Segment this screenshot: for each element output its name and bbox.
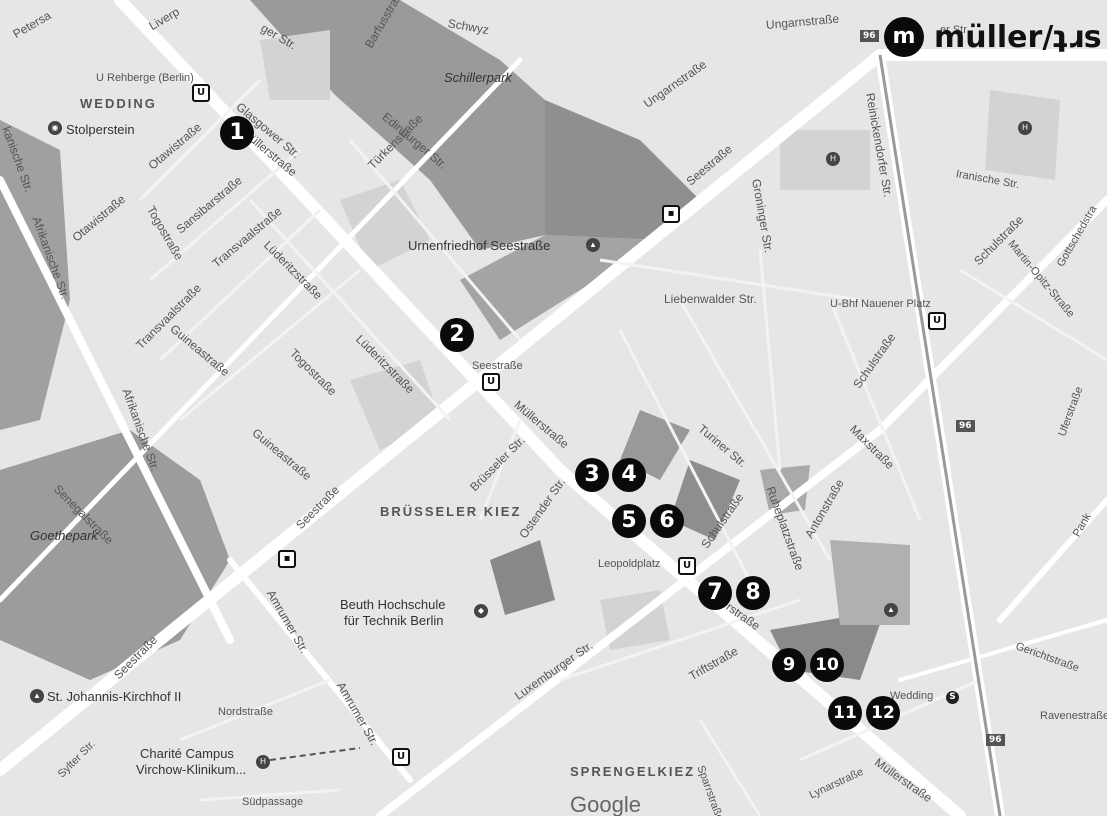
bus-icon[interactable]: ▪ (662, 205, 680, 223)
marker-4[interactable]: 4 (612, 458, 646, 492)
place-label-urnenfriedhof[interactable]: Urnenfriedhof Seestraße (408, 238, 551, 253)
route-96-shield: 96 (986, 734, 1005, 746)
street-label: Liebenwalder Str. (664, 292, 757, 306)
area-label-sprengelkiez: SPRENGELKIEZ (570, 764, 696, 779)
street-label: Ravenestraße (1040, 710, 1107, 722)
brand-logo-icon: m (884, 17, 924, 57)
rehberge-area (0, 120, 70, 430)
ubahn-icon[interactable]: U (678, 557, 696, 575)
route-96-shield: 96 (956, 420, 975, 432)
marker-2[interactable]: 2 (440, 318, 474, 352)
goethepark-area (0, 430, 230, 680)
place-label-beuth[interactable]: Beuth Hochschule (340, 597, 446, 612)
place-label-beuth-line2[interactable]: für Technik Berlin (344, 613, 444, 628)
place-label-charite-line2[interactable]: Virchow-Klinikum... (136, 762, 247, 777)
schillerpark-east-area (545, 100, 700, 240)
street-label: er Str (940, 24, 967, 36)
university-icon: ◆ (474, 604, 488, 618)
church-icon: ▲ (30, 689, 44, 703)
route-96-shield: 96 (860, 30, 879, 42)
hospital-icon: H (826, 152, 840, 166)
marker-5[interactable]: 5 (612, 504, 646, 538)
area-label-wedding: WEDDING (80, 96, 157, 111)
cemetery-icon: ▲ (586, 238, 600, 252)
marker-10[interactable]: 10 (810, 648, 844, 682)
stolperstein-icon: ◉ (48, 121, 62, 135)
marker-11[interactable]: 11 (828, 696, 862, 730)
hospital-icon: H (256, 755, 270, 769)
ubahn-icon[interactable]: U (928, 312, 946, 330)
station-label-leopoldplatz[interactable]: Leopoldplatz (598, 558, 661, 570)
brand-logo: m müller/ʇɹs (884, 14, 1102, 60)
brand-name: müller/ʇɹs (934, 19, 1102, 55)
church-icon: ▲ (884, 603, 898, 617)
bus-icon[interactable]: ▪ (278, 550, 296, 568)
marker-1[interactable]: 1 (220, 116, 254, 150)
station-label-wedding[interactable]: Wedding (890, 690, 934, 702)
marker-6[interactable]: 6 (650, 504, 684, 538)
ubahn-icon[interactable]: U (192, 84, 210, 102)
station-label-seestrasse[interactable]: Seestraße (472, 360, 523, 372)
place-label-stolperstein[interactable]: Stolperstein (66, 122, 135, 137)
block-area (670, 460, 740, 540)
marker-7[interactable]: 7 (698, 576, 732, 610)
street-label: Südpassage (242, 796, 304, 808)
marker-3[interactable]: 3 (575, 458, 609, 492)
google-attribution[interactable]: Google (570, 792, 641, 816)
place-label-johannis[interactable]: St. Johannis-Kirchhof II (47, 689, 182, 704)
park-label-schillerpark: Schillerpark (444, 70, 512, 85)
station-label-rehberge[interactable]: U Rehberge (Berlin) (96, 72, 194, 84)
block-area (830, 540, 910, 625)
place-label-charite[interactable]: Charité Campus (140, 746, 234, 761)
ubahn-icon[interactable]: U (482, 373, 500, 391)
park-label-goethepark: Goethepark (30, 528, 98, 543)
sbahn-icon[interactable]: S (946, 691, 959, 704)
street-label: Nordstraße (218, 706, 274, 718)
station-label-nauener[interactable]: U-Bhf Nauener Platz (830, 298, 931, 310)
marker-9[interactable]: 9 (772, 648, 806, 682)
area-label-bruesseler-kiez: BRÜSSELER KIEZ (380, 504, 522, 519)
marker-12[interactable]: 12 (866, 696, 900, 730)
ubahn-icon[interactable]: U (392, 748, 410, 766)
hospital-icon: H (1018, 121, 1032, 135)
marker-8[interactable]: 8 (736, 576, 770, 610)
block-area (490, 540, 555, 615)
